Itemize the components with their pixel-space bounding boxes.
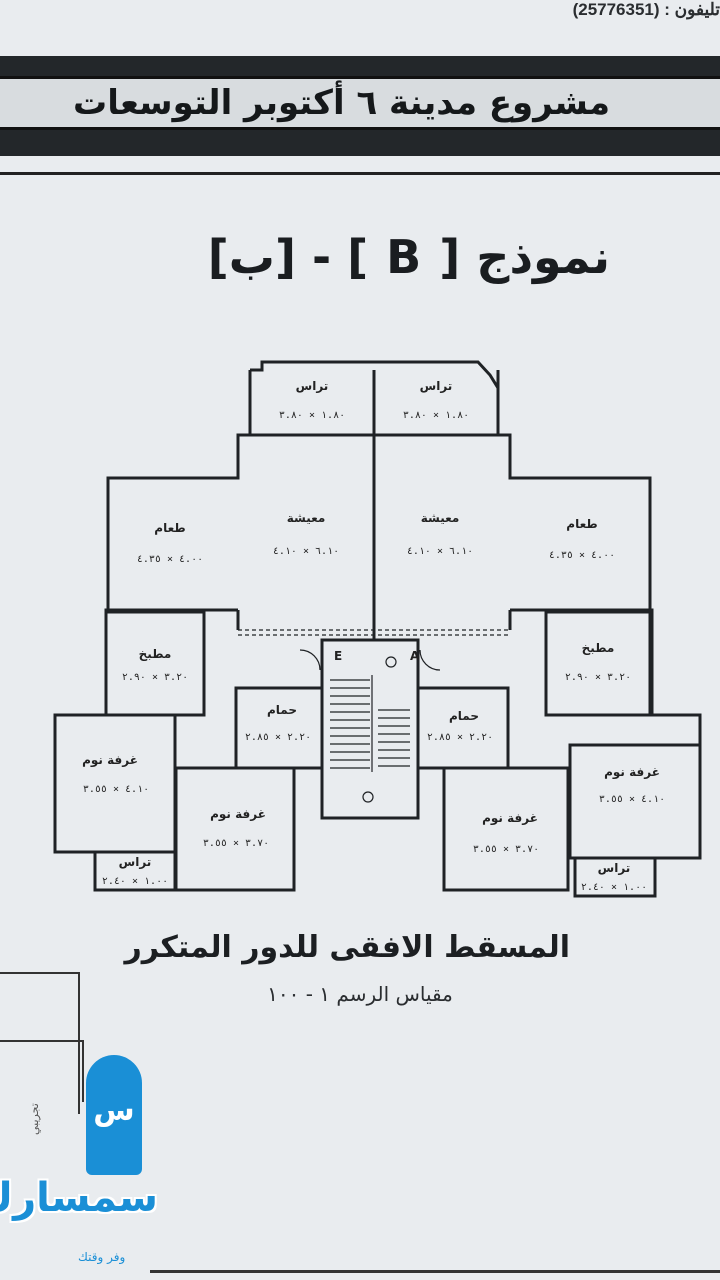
room-dims: ٤.١٠ × ٣.٥٥ bbox=[83, 784, 149, 795]
room-dims: ٣.٢٠ × ٢.٩٠ bbox=[122, 672, 188, 683]
room-label: تراس bbox=[598, 861, 631, 875]
room-label: طعام bbox=[566, 517, 597, 532]
floor-plan: تراس ١.٨٠ × ٣.٨٠ تراس ١.٨٠ × ٣.٨٠ طعام ٤… bbox=[53, 360, 702, 898]
lobby-mark: E bbox=[334, 649, 342, 663]
room-dims: ١.٨٠ × ٣.٨٠ bbox=[403, 410, 469, 421]
room-label: معيشة bbox=[287, 511, 326, 525]
room-dims: ٣.٧٠ × ٣.٥٥ bbox=[203, 838, 269, 849]
room-labels: تراس ١.٨٠ × ٣.٨٠ تراس ١.٨٠ × ٣.٨٠ طعام ٤… bbox=[82, 379, 665, 893]
room-label: طعام bbox=[154, 521, 185, 536]
bottom-rule bbox=[150, 1270, 720, 1273]
room-dims: ٦.١٠ × ٤.١٠ bbox=[407, 546, 473, 557]
room-label: حمام bbox=[267, 703, 297, 718]
room-dims: ٤.٠٠ × ٤.٣٥ bbox=[549, 550, 615, 561]
logo-top-text: تجريبي bbox=[28, 1103, 41, 1135]
room-dims: ٤.١٠ × ٣.٥٥ bbox=[599, 794, 665, 805]
logo-mark-shape bbox=[86, 1055, 142, 1175]
room-label: مطبخ bbox=[139, 647, 172, 661]
adjacent-drawing-frame-inner bbox=[0, 1040, 84, 1102]
room-label: تراس bbox=[420, 379, 453, 393]
phone-number: تليفون : (25776351) bbox=[572, 0, 720, 19]
lobby-mark: A bbox=[410, 649, 420, 663]
room-dims: ٤.٠٠ × ٤.٣٥ bbox=[137, 554, 203, 565]
room-label: حمام bbox=[449, 709, 479, 724]
room-dims: ٣.٢٠ × ٢.٩٠ bbox=[565, 672, 631, 683]
plan-caption: المسقط الافقى للدور المتكرر bbox=[124, 930, 571, 965]
room-label: مطبخ bbox=[582, 641, 615, 655]
room-label: تراس bbox=[119, 855, 152, 869]
model-title: نموذج [ B ] - [ب] bbox=[207, 230, 610, 284]
room-dims: ٣.٧٠ × ٣.٥٥ bbox=[473, 844, 539, 855]
project-title: مشروع مدينة ٦ أكتوبر التوسعات bbox=[73, 83, 610, 123]
banner-divider bbox=[0, 172, 720, 175]
room-label: غرفة نوم bbox=[482, 811, 538, 826]
room-dims: ٢.٢٠ × ٢.٨٥ bbox=[245, 732, 311, 743]
watermark-logo: س تجريبي سمسارك وفر وقتك bbox=[0, 1055, 158, 1275]
plan-scale: مقياس الرسم ١ - ١٠٠ bbox=[267, 982, 453, 1006]
room-dims: ٢.٢٠ × ٢.٨٥ bbox=[427, 732, 493, 743]
room-label: غرفة نوم bbox=[82, 753, 138, 768]
room-dims: ١.٠٠ × ٢.٤٠ bbox=[102, 876, 168, 887]
room-label: معيشة bbox=[421, 511, 460, 525]
adjacent-drawing-frame bbox=[0, 972, 80, 1114]
logo-mark-letter: س bbox=[93, 1093, 135, 1128]
room-label: غرفة نوم bbox=[210, 807, 266, 822]
logo-name: سمسارك bbox=[0, 1175, 158, 1221]
room-dims: ١.٠٠ × ٢.٤٠ bbox=[581, 882, 647, 893]
room-dims: ١.٨٠ × ٣.٨٠ bbox=[279, 410, 345, 421]
logo-tagline: وفر وقتك bbox=[78, 1250, 126, 1264]
room-dims: ٦.١٠ × ٤.١٠ bbox=[273, 546, 339, 557]
banner-strip: مشروع مدينة ٦ أكتوبر التوسعات bbox=[0, 76, 720, 130]
project-banner: مشروع مدينة ٦ أكتوبر التوسعات bbox=[0, 56, 720, 156]
room-label: تراس bbox=[296, 379, 329, 393]
room-label: غرفة نوم bbox=[604, 765, 660, 780]
